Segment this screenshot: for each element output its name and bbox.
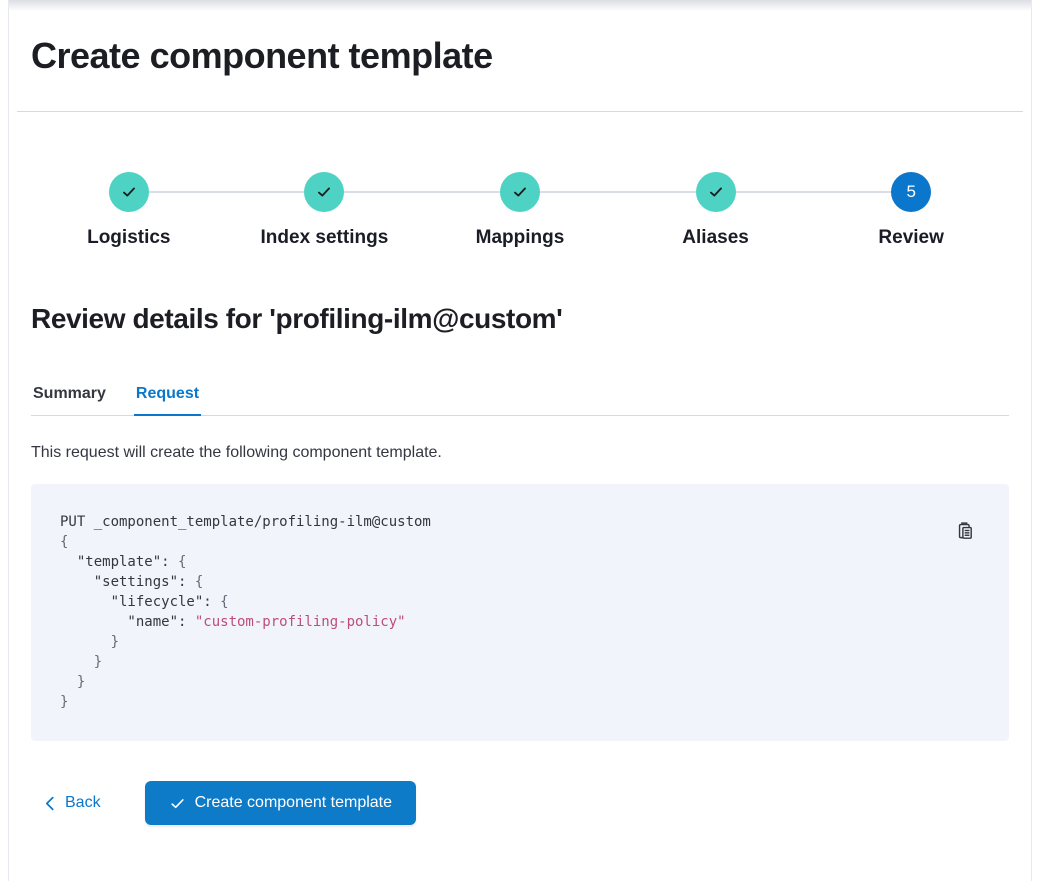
footer-actions: Back Create component template <box>31 781 1009 825</box>
step-aliases-indicator[interactable] <box>695 172 736 212</box>
step-mappings[interactable]: Mappings <box>422 172 618 249</box>
request-description: This request will create the following c… <box>31 444 442 461</box>
tab-summary[interactable]: Summary <box>33 385 106 402</box>
step-logistics-indicator[interactable] <box>108 172 149 212</box>
wizard-stepper: Logistics Index settings Mappings <box>31 172 1009 249</box>
check-icon <box>511 183 529 201</box>
step-label: Index settings <box>260 227 389 248</box>
tab-request[interactable]: Request <box>133 385 202 416</box>
back-button-label: Back <box>65 794 101 811</box>
step-mappings-indicator[interactable] <box>499 172 540 212</box>
request-code: PUT _component_template/profiling-ilm@cu… <box>60 514 431 710</box>
clipboard-icon <box>956 521 975 540</box>
step-review-indicator[interactable]: 5 <box>891 172 932 212</box>
review-heading: Review details for 'profiling-ilm@custom… <box>31 303 563 334</box>
step-review[interactable]: 5 Review <box>813 172 1009 249</box>
step-index-settings-indicator[interactable] <box>304 172 345 212</box>
page-panel: Create component template Logistics <box>8 0 1032 881</box>
check-icon <box>315 183 333 201</box>
create-button-label: Create component template <box>194 794 393 811</box>
review-tabs: Summary Request <box>31 385 1009 416</box>
step-aliases[interactable]: Aliases <box>618 172 814 249</box>
request-code-block: PUT _component_template/profiling-ilm@cu… <box>31 484 1009 741</box>
step-logistics[interactable]: Logistics <box>31 172 227 249</box>
check-icon <box>120 183 138 201</box>
header-divider <box>17 111 1023 112</box>
check-icon <box>169 795 186 812</box>
top-shadow <box>9 0 1031 11</box>
step-label: Mappings <box>475 227 565 248</box>
create-component-template-button[interactable]: Create component template <box>144 781 417 825</box>
back-button[interactable]: Back <box>31 781 113 825</box>
step-label: Aliases <box>682 227 749 248</box>
copy-button[interactable] <box>953 518 977 542</box>
step-label: Review <box>878 227 944 248</box>
chevron-left-icon <box>43 796 56 811</box>
step-index-settings[interactable]: Index settings <box>227 172 423 249</box>
step-label: Logistics <box>87 227 171 248</box>
page-title: Create component template <box>31 35 493 76</box>
check-icon <box>707 183 725 201</box>
step-number: 5 <box>906 182 916 201</box>
